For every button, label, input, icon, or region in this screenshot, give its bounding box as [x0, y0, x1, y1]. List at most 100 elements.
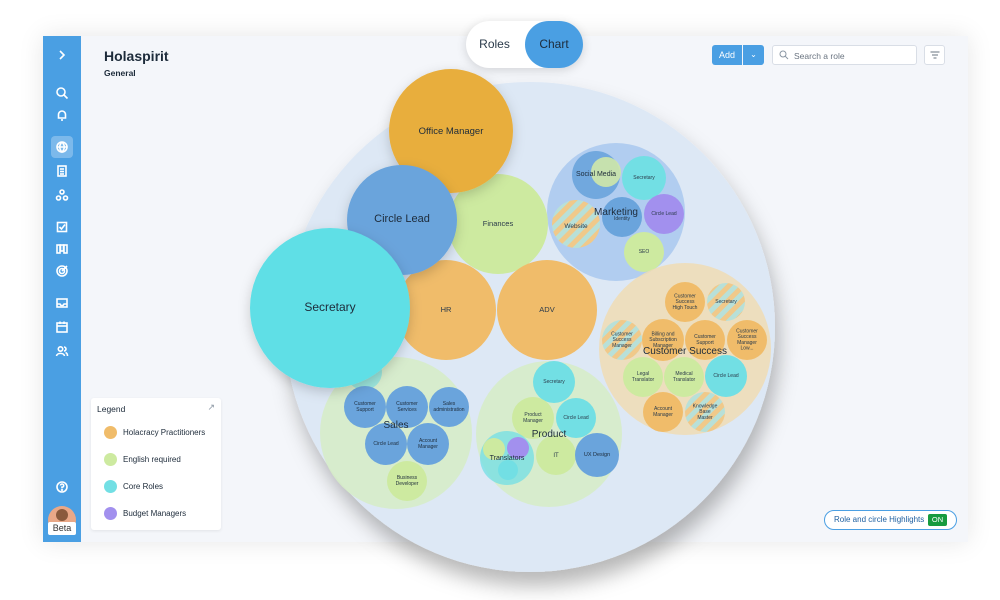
- role-circle[interactable]: [642, 319, 684, 361]
- legend-label: English required: [123, 454, 181, 464]
- role-circle[interactable]: [387, 461, 427, 501]
- collapse-icon[interactable]: ↗: [207, 402, 215, 412]
- target-icon[interactable]: [51, 260, 73, 282]
- role-label-secretary: Secretary: [543, 379, 565, 385]
- legend-label: Budget Managers: [123, 508, 187, 518]
- role-label-circle-lead: Circle Lead: [651, 211, 677, 217]
- role-circle[interactable]: [407, 423, 449, 465]
- adv-circle[interactable]: [497, 260, 597, 360]
- role-circle[interactable]: [705, 355, 747, 397]
- add-dropdown-button[interactable]: ⌄: [743, 45, 764, 65]
- add-button[interactable]: Add: [712, 45, 742, 65]
- role-label-circle-lead: Circle Lead: [563, 415, 589, 421]
- role-circle[interactable]: [365, 423, 407, 465]
- legend-swatch: [104, 452, 117, 466]
- beta-badge: Beta: [48, 522, 76, 535]
- role-circle[interactable]: [512, 397, 554, 439]
- legend-swatch: [104, 479, 117, 493]
- legend-item[interactable]: Holacracy Practitioners: [104, 425, 205, 439]
- role-circle[interactable]: [591, 157, 621, 187]
- board-icon[interactable]: [51, 238, 73, 260]
- role-label-website: Website: [564, 223, 588, 230]
- circle-label-sales: Sales: [383, 420, 408, 431]
- circle-label-customer-success: Customer Success: [643, 346, 727, 357]
- role-label-hr: HR: [441, 305, 452, 314]
- globe-icon[interactable]: [51, 136, 73, 158]
- highlights-toggle[interactable]: Role and circle Highlights ON: [824, 510, 957, 530]
- role-label-office-manager: Office Manager: [419, 126, 484, 137]
- role-circle[interactable]: [685, 320, 725, 360]
- users-icon[interactable]: [51, 340, 73, 362]
- search-input[interactable]: [794, 48, 914, 63]
- role-label-circle-lead: Circle Lead: [373, 441, 399, 447]
- role-circle[interactable]: [727, 320, 767, 360]
- inbox-icon[interactable]: [51, 292, 73, 314]
- legend-item[interactable]: Core Roles: [104, 479, 163, 493]
- role-circle[interactable]: [685, 392, 725, 432]
- role-circle[interactable]: [665, 282, 705, 322]
- legend-item[interactable]: Budget Managers: [104, 506, 186, 520]
- role-circle[interactable]: [344, 386, 386, 428]
- legend-title: Legend: [97, 404, 126, 414]
- role-label-social-media: Social Media: [576, 171, 616, 178]
- help-icon[interactable]: [51, 476, 73, 498]
- office-manager-circle[interactable]: [389, 69, 513, 193]
- role-circle[interactable]: [575, 433, 619, 477]
- role-circle[interactable]: [707, 283, 745, 321]
- role-circle[interactable]: [498, 460, 518, 480]
- page-title: Holaspirit: [104, 48, 169, 64]
- expand-icon[interactable]: [51, 44, 73, 66]
- secretary-circle[interactable]: [250, 228, 410, 388]
- tab-roles[interactable]: Roles: [479, 37, 510, 51]
- legend-swatch: [104, 506, 117, 520]
- checklist-icon[interactable]: [51, 216, 73, 238]
- role-circle[interactable]: [644, 194, 684, 234]
- sidebar: Beta: [43, 36, 81, 542]
- people-circle-icon[interactable]: [51, 184, 73, 206]
- bell-icon[interactable]: [51, 104, 73, 126]
- finances-circle[interactable]: [448, 174, 548, 274]
- role-circle[interactable]: [602, 197, 642, 237]
- role-circle[interactable]: [643, 392, 683, 432]
- role-circle[interactable]: [483, 438, 505, 460]
- role-label-finances: Finances: [483, 219, 514, 228]
- role-circle[interactable]: [536, 435, 576, 475]
- role-circle[interactable]: [556, 398, 596, 438]
- role-circle[interactable]: [507, 437, 529, 459]
- search-icon[interactable]: [51, 82, 73, 104]
- role-circle[interactable]: [533, 361, 575, 403]
- role-circle[interactable]: [552, 200, 600, 248]
- legend-label: Core Roles: [123, 481, 164, 491]
- role-circle[interactable]: [386, 386, 428, 428]
- document-icon[interactable]: [51, 160, 73, 182]
- tab-chart[interactable]: Chart: [525, 21, 583, 68]
- role-label-secretary: Secretary: [304, 300, 355, 314]
- legend-item[interactable]: English required: [104, 452, 181, 466]
- circle-name: General: [104, 68, 136, 78]
- role-circle[interactable]: [429, 387, 469, 427]
- role-circle[interactable]: [602, 320, 642, 360]
- search-box: [772, 45, 917, 65]
- role-label-ux-design: UX Design: [584, 452, 610, 458]
- filter-button[interactable]: [924, 45, 945, 65]
- calendar-icon[interactable]: [51, 316, 73, 338]
- role-circle[interactable]: [624, 232, 664, 272]
- hr-circle[interactable]: [396, 260, 496, 360]
- role-circle[interactable]: [623, 357, 663, 397]
- role-circle[interactable]: [622, 156, 666, 200]
- role-label-seo: SEO: [639, 249, 650, 255]
- role-circle[interactable]: [664, 357, 704, 397]
